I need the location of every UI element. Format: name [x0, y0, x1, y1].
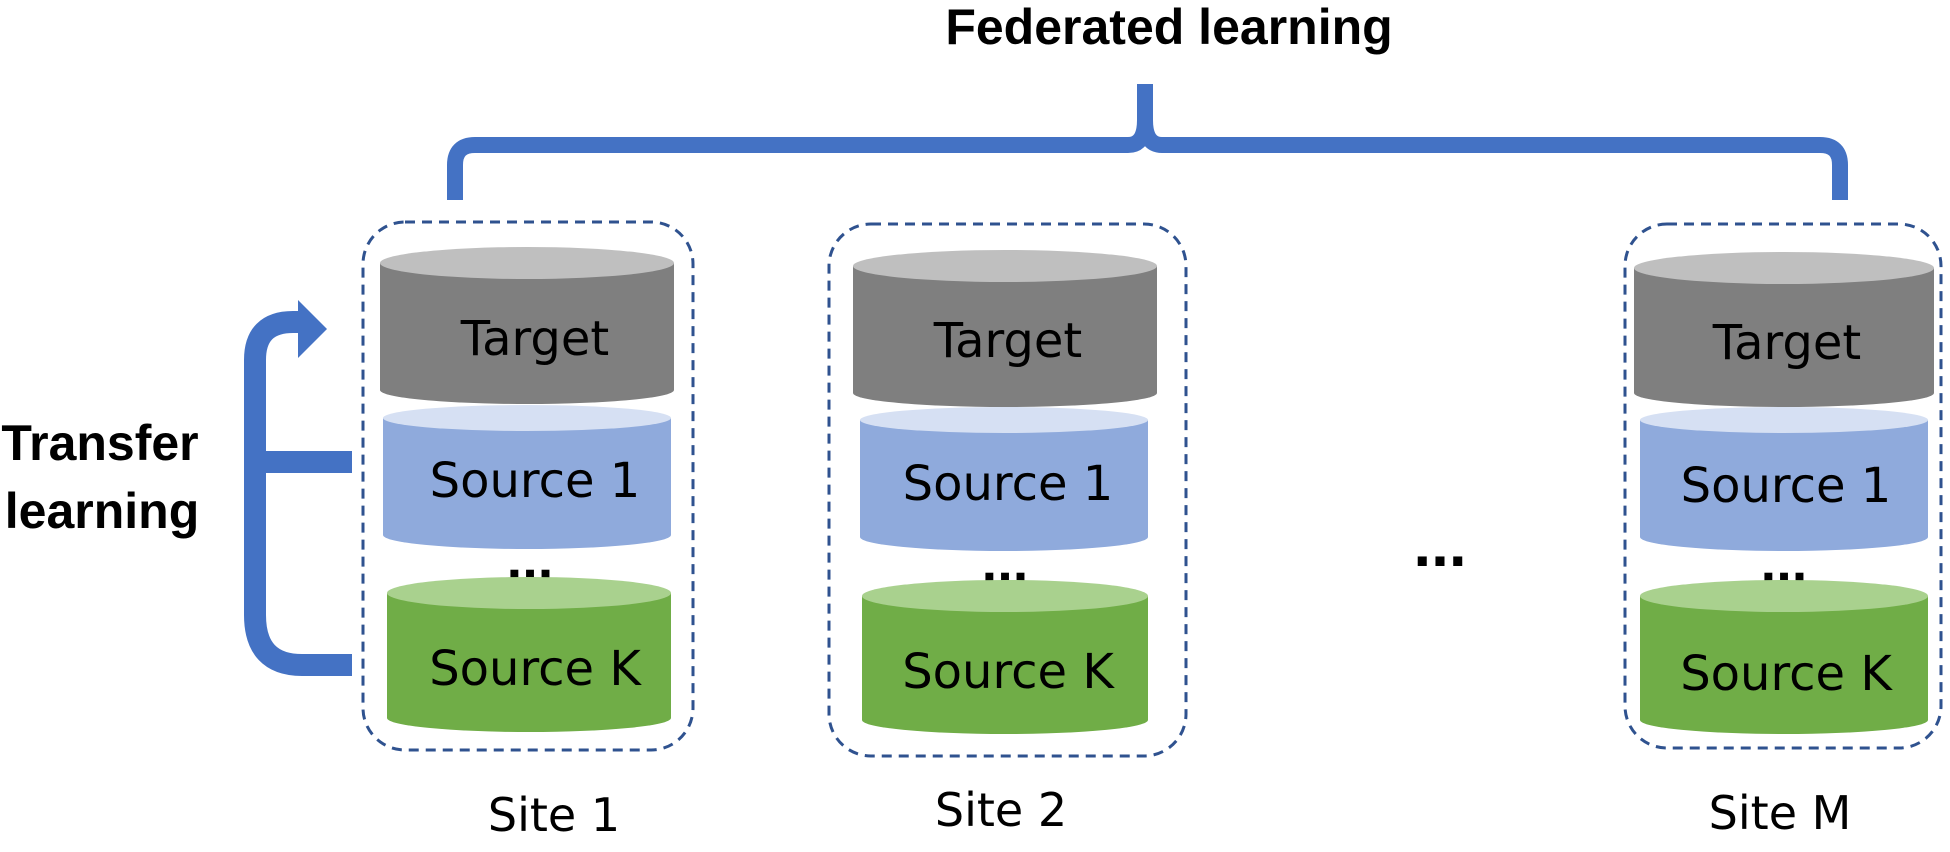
site-m: Target Source 1 ... Source K Site M	[1623, 222, 1943, 840]
source-1-label: Source 1	[430, 453, 641, 509]
source-1-cylinder: Source 1	[1640, 407, 1928, 551]
source-1-cylinder: Source 1	[860, 407, 1148, 551]
site-border	[361, 220, 695, 752]
source-k-cylinder: Source K	[387, 577, 671, 732]
federated-learning-title: Federated learning	[945, 0, 1392, 55]
more-sites-ellipsis: ...	[1413, 508, 1466, 580]
site-label: Site 2	[935, 783, 1067, 837]
transfer-learning-arrow	[244, 300, 352, 676]
source-k-cylinder: Source K	[862, 580, 1148, 734]
target-label: Target	[460, 311, 610, 367]
target-cylinder: Target	[853, 250, 1157, 407]
arrow-head-icon	[298, 300, 327, 358]
site-border	[827, 222, 1188, 758]
site-1: Target Source 1 ... Source K Site 1	[361, 220, 695, 842]
transfer-learning-label-line2: learning	[5, 483, 199, 539]
site-label: Site 1	[488, 788, 620, 842]
source-k-label: Source K	[1680, 646, 1893, 702]
target-label: Target	[933, 313, 1083, 369]
site-2: Target Source 1 ... Source K Site 2	[827, 222, 1188, 837]
target-cylinder: Target	[1634, 252, 1934, 407]
source-1-label: Source 1	[1681, 458, 1892, 514]
transfer-learning-label-line1: Transfer	[1, 415, 198, 471]
source-k-cylinder: Source K	[1640, 580, 1928, 734]
federated-bracket	[447, 84, 1848, 200]
source-k-label: Source K	[429, 641, 642, 697]
site-label: Site M	[1709, 786, 1852, 840]
source-k-label: Source K	[902, 644, 1115, 700]
target-label: Target	[1712, 315, 1862, 371]
site-border	[1623, 222, 1943, 750]
target-cylinder: Target	[380, 247, 674, 404]
source-1-label: Source 1	[903, 456, 1114, 512]
source-1-cylinder: Source 1	[383, 405, 671, 549]
